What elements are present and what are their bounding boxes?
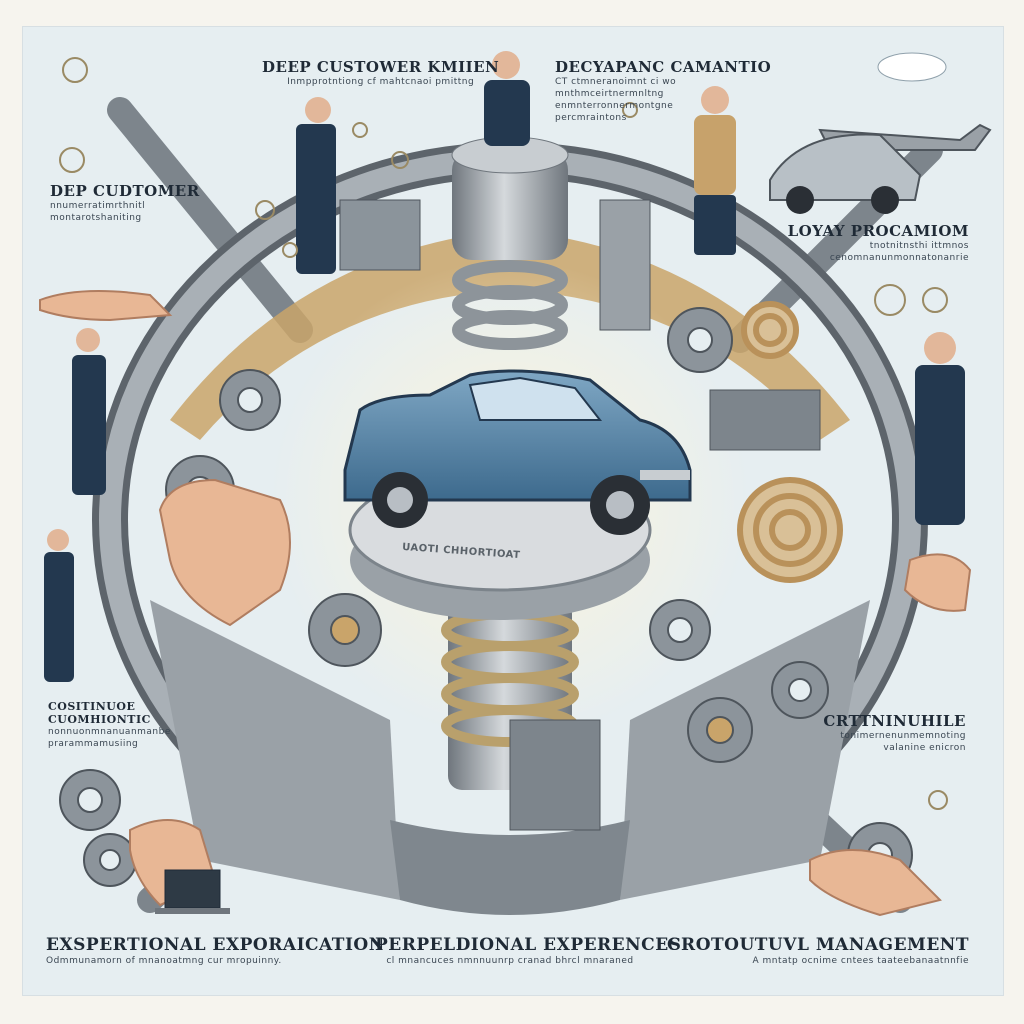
label-right-lower-title: CRTTNINUHILE	[823, 712, 966, 730]
label-bottom-right-sub: A mntatp ocnime cntees taateebanaatnnfie	[752, 956, 969, 966]
label-bottom-left-title: EXSPERTIONAL EXPORAICATION	[46, 935, 385, 955]
cloud-icon	[877, 52, 947, 82]
label-bottom-left: EXSPERTIONAL EXPORAICATION Odmmunamorn o…	[46, 935, 385, 967]
label-left-lower-title: COSITINUOE CUOMHIONTIC	[48, 700, 151, 726]
people-figures	[44, 51, 965, 682]
label-bottom-right-title: CROTOUTUVL MANAGEMENT	[667, 935, 969, 955]
decorative-dots	[59, 57, 948, 810]
label-left-upper-title: DEP CUDTOMER	[50, 182, 200, 200]
laptop-icon	[155, 869, 230, 914]
label-left-upper: DEP CUDTOMER nnumerratimrthnitl montarot…	[50, 182, 200, 224]
label-top-right-title: DECYAPANC CAMANTIO	[555, 58, 772, 76]
label-left-lower-sub: nonnuonmnanuanmanbe prarammamusiing	[48, 727, 171, 749]
label-right-lower-sub: tonimernenunmemnoting valanine enicron	[840, 731, 966, 753]
label-top-right: DECYAPANC CAMANTIO CT ctmneranoimnt ci w…	[555, 58, 771, 124]
label-bottom-center-title: PERPELDIONAL EXPERENCES	[375, 935, 682, 955]
label-top-center: DEEP CUSTOWER KMIIEN Inmpprotntiong cf m…	[262, 58, 499, 88]
label-top-center-title: DEEP CUSTOWER KMIIEN	[262, 58, 500, 76]
label-right-lower: CRTTNINUHILE tonimernenunmemnoting valan…	[823, 712, 966, 754]
label-bottom-right: CROTOUTUVL MANAGEMENT A mntatp ocnime cn…	[667, 935, 969, 967]
label-bottom-center-sub: cl mnancuces nmnnuunrp cranad bhrcl mnar…	[386, 956, 634, 966]
label-top-center-sub: Inmpprotntiong cf mahtcnaoi pmittng	[287, 77, 475, 87]
label-right-upper: LOYAY PROCAMIOM tnotnitnsthi ittmnos cen…	[788, 222, 969, 264]
label-right-upper-title: LOYAY PROCAMIOM	[787, 222, 969, 240]
label-left-lower: COSITINUOE CUOMHIONTIC nonnuonmnanuanman…	[48, 700, 171, 750]
equipment-blocks	[339, 199, 821, 831]
label-left-upper-sub: nnumerratimrthnitl montarotshaniting	[50, 201, 146, 223]
spiral-rolls	[737, 301, 843, 583]
label-right-upper-sub: tnotnitnsthi ittmnos cenomnanunmonnatona…	[829, 241, 969, 263]
classic-car	[343, 369, 692, 535]
label-bottom-left-sub: Odmmunamorn of mnanoatmng cur mropuinny.	[46, 956, 282, 966]
top-right-car-icon	[769, 133, 922, 214]
label-top-right-sub: CT ctmneranoimnt ci wo mnthmceirtnermnlt…	[555, 77, 677, 123]
label-bottom-center: PERPELDIONAL EXPERENCES cl mnancuces nmn…	[375, 935, 682, 967]
hand-icons	[39, 290, 972, 917]
